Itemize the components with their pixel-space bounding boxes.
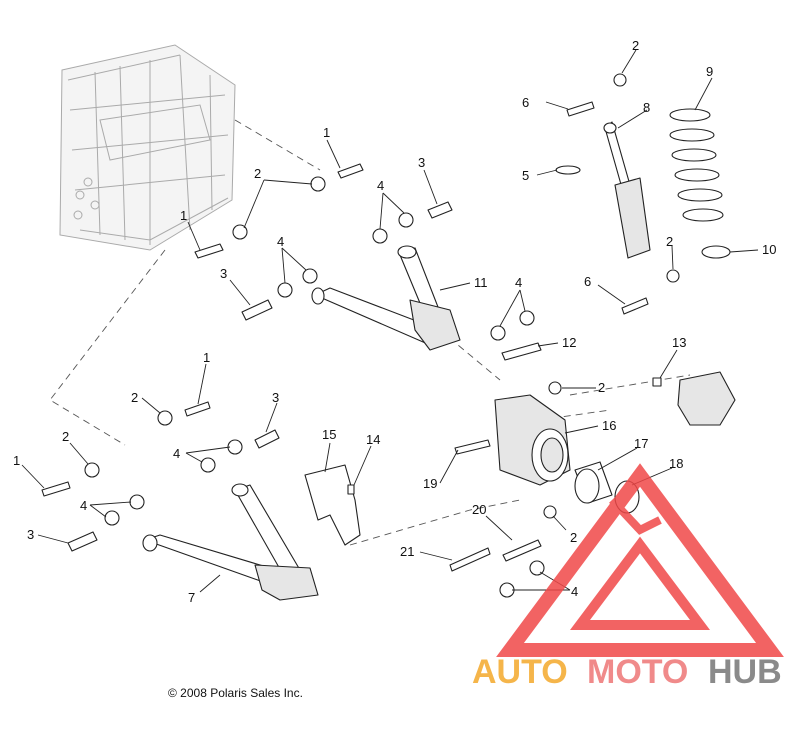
watermark-text: AUTO MOTO HUB [472,653,782,691]
callout-20: 20 [472,502,486,517]
leader-lines [21,49,759,593]
callout-3: 3 [220,266,227,281]
callout-8: 8 [643,100,650,115]
callout-10: 10 [762,242,776,257]
callout-3: 3 [272,390,279,405]
bearing-carrier [494,394,571,486]
callout-4: 4 [571,584,578,599]
callout-15: 15 [322,427,336,442]
callout-2: 2 [666,234,673,249]
callout-3: 3 [418,155,425,170]
callout-4: 4 [173,446,180,461]
upper-a-arm [311,245,461,351]
callout-21: 21 [400,544,414,559]
svg-text:HUB: HUB [708,653,782,691]
coil-spring [669,108,724,222]
callout-16: 16 [602,418,616,433]
callout-11: 11 [474,275,488,290]
callout-3: 3 [27,527,34,542]
callout-2: 2 [632,38,639,53]
callout-2: 2 [62,429,69,444]
callout-7: 7 [188,590,195,605]
callout-labels: 1 2 3 4 1 4 3 11 4 12 13 2 6 2 8 9 5 2 1… [13,38,776,605]
callout-2: 2 [254,166,261,181]
copyright-notice: © 2008 Polaris Sales Inc. [168,686,303,700]
callout-4: 4 [377,178,384,193]
callout-2: 2 [570,530,577,545]
callout-4: 4 [277,234,284,249]
callout-4: 4 [515,275,522,290]
vehicle-frame [59,44,236,251]
callout-6: 6 [522,95,529,110]
shock-absorber [603,121,651,259]
lower-a-arm [142,483,319,601]
callout-17: 17 [634,436,648,451]
callout-6: 6 [584,274,591,289]
brake-caliper [677,371,736,426]
svg-text:AUTO: AUTO [472,653,568,691]
hardware [41,73,680,598]
callout-1: 1 [203,350,210,365]
callout-14: 14 [366,432,380,447]
wheel-bearing [574,461,613,504]
callout-5: 5 [522,168,529,183]
callout-1: 1 [323,125,330,140]
callout-18: 18 [669,456,683,471]
callout-19: 19 [423,476,437,491]
callout-1: 1 [13,453,20,468]
callout-2: 2 [598,380,605,395]
skid-plate [304,464,361,546]
spring-retainer [701,245,731,259]
callout-2: 2 [131,390,138,405]
watermark-logo [496,463,784,657]
callout-9: 9 [706,64,713,79]
callout-1: 1 [180,208,187,223]
callout-13: 13 [672,335,686,350]
callout-4: 4 [80,498,87,513]
svg-text:MOTO: MOTO [587,653,688,691]
callout-12: 12 [562,335,576,350]
